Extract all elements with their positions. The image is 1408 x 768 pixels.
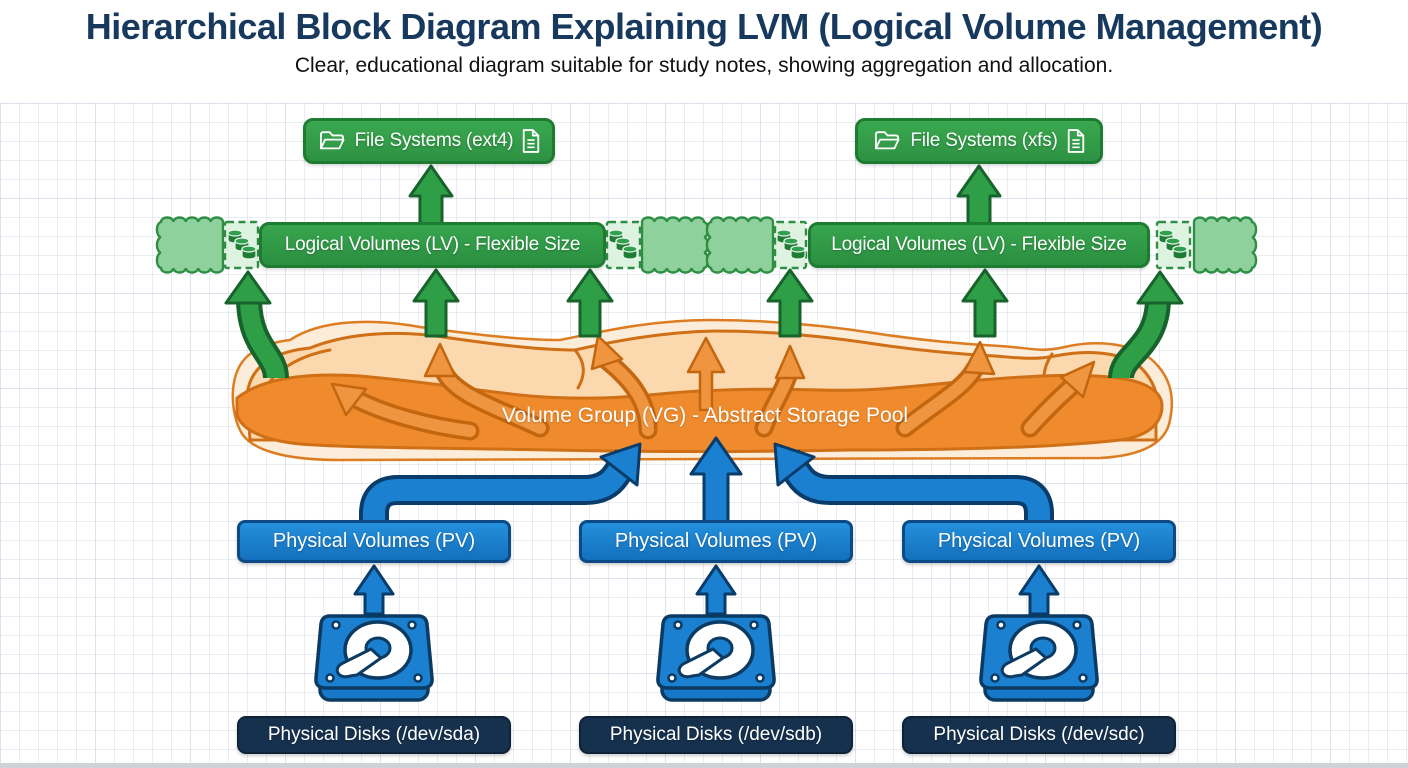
logical-volume-label: Logical Volumes (LV) - Flexible Size bbox=[284, 234, 581, 255]
physical-disk-label-sda: Physical Disks (/dev/sda) bbox=[237, 716, 511, 754]
logical-volume-left-box: Logical Volumes (LV) - Flexible Size bbox=[259, 222, 606, 268]
lv-wavy-segment bbox=[1192, 216, 1258, 274]
page-title: Hierarchical Block Diagram Explaining LV… bbox=[85, 6, 1323, 47]
file-system-xfs-box: File Systems (xfs) bbox=[855, 118, 1103, 164]
logical-volume-label: Logical Volumes (LV) - Flexible Size bbox=[831, 234, 1127, 255]
bottom-strip bbox=[0, 763, 1408, 768]
physical-disk-label-sdc: Physical Disks (/dev/sdc) bbox=[902, 716, 1176, 754]
file-system-ext4-box: File Systems (ext4) bbox=[303, 118, 555, 164]
physical-volume-box-1: Physical Volumes (PV) bbox=[237, 520, 511, 563]
lv-right-segments bbox=[705, 216, 1258, 274]
vg-allocation-arrows bbox=[330, 334, 1096, 441]
open-folder-icon bbox=[319, 131, 345, 150]
lv-left-segments bbox=[155, 216, 710, 274]
pv-to-vg-arrows bbox=[359, 436, 1054, 532]
volume-group-label: Volume Group (VG) - Abstract Storage Poo… bbox=[501, 404, 909, 427]
physical-disk-label: Physical Disks (/dev/sdb) bbox=[609, 724, 823, 745]
page-subtitle: Clear, educational diagram suitable for … bbox=[294, 54, 1114, 77]
volume-group-pool bbox=[231, 318, 1174, 462]
open-folder-icon bbox=[875, 131, 900, 150]
logical-volume-right-box: Logical Volumes (LV) - Flexible Size bbox=[808, 222, 1150, 268]
lv-to-fs-arrows bbox=[408, 164, 1002, 232]
physical-volume-box-3: Physical Volumes (PV) bbox=[902, 520, 1176, 563]
physical-volume-label: Physical Volumes (PV) bbox=[272, 530, 476, 552]
document-icon bbox=[1067, 129, 1084, 153]
lv-wavy-segment bbox=[640, 216, 710, 274]
physical-volume-label: Physical Volumes (PV) bbox=[614, 530, 818, 552]
physical-disk-label-sdb: Physical Disks (/dev/sdb) bbox=[579, 716, 853, 754]
physical-disk-label: Physical Disks (/dev/sda) bbox=[267, 724, 481, 745]
lv-wavy-segment bbox=[155, 216, 225, 274]
physical-volume-label: Physical Volumes (PV) bbox=[937, 530, 1141, 552]
disk-to-pv-arrows bbox=[353, 564, 1060, 616]
document-icon bbox=[523, 129, 540, 153]
physical-disk-label: Physical Disks (/dev/sdc) bbox=[933, 724, 1145, 745]
file-system-label: File Systems (ext4) bbox=[354, 130, 514, 151]
lv-wavy-segment bbox=[705, 216, 775, 274]
vg-to-lv-arrows bbox=[224, 268, 1184, 380]
file-system-label: File Systems (xfs) bbox=[910, 130, 1058, 151]
physical-volume-box-2: Physical Volumes (PV) bbox=[579, 520, 853, 563]
